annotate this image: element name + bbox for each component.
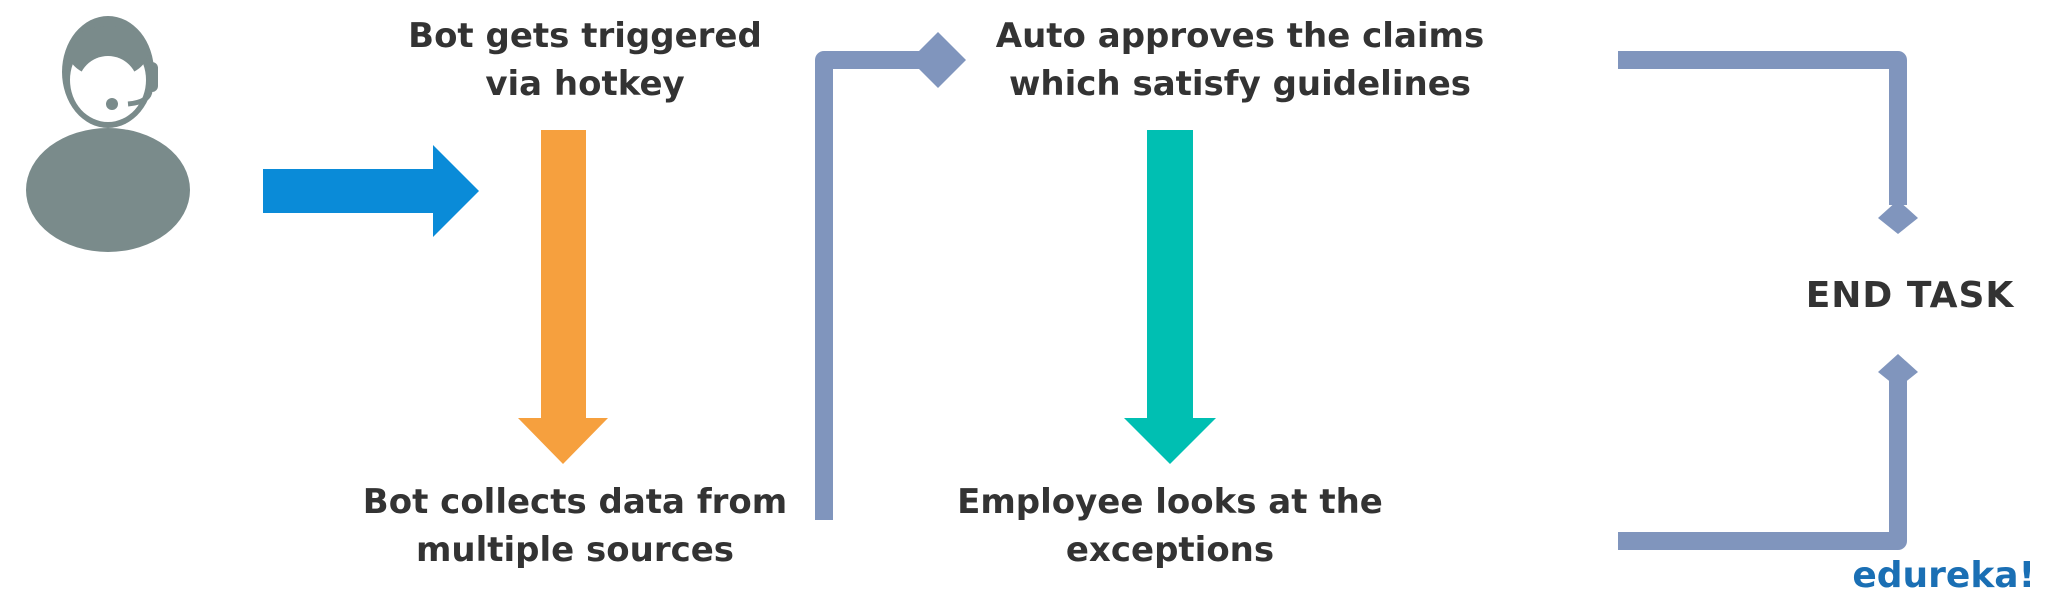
step-collect-label: Bot collects data from multiple sources <box>325 478 825 574</box>
avatar-body <box>26 128 190 252</box>
avatar-face <box>78 56 138 116</box>
down-arrow-icon <box>518 130 608 464</box>
connector-diamond-head <box>910 32 966 88</box>
step-exceptions-line1: Employee looks at the <box>957 482 1383 522</box>
step-approve-line1: Auto approves the claims <box>995 16 1485 56</box>
headset-earpiece <box>146 62 158 92</box>
step-exceptions-label: Employee looks at the exceptions <box>920 478 1420 574</box>
connector-exceptions-to-end <box>1618 354 1918 550</box>
step-approve-label: Auto approves the claims which satisfy g… <box>930 12 1550 108</box>
brand-logo: edureka! <box>1852 555 2035 596</box>
right-arrow-icon <box>263 145 479 237</box>
down-arrow-icon <box>1124 130 1216 464</box>
end-task-label: END TASK <box>1805 275 2015 316</box>
step-trigger-label: Bot gets triggered via hotkey <box>340 12 830 108</box>
connector-approve-to-end <box>1618 51 1918 234</box>
support-agent-headset-icon <box>26 16 190 252</box>
step-collect-line1: Bot collects data from <box>362 482 788 522</box>
step-approve-line2: which satisfy guidelines <box>1009 64 1471 104</box>
step-collect-line2: multiple sources <box>415 530 735 570</box>
step-trigger-line1: Bot gets triggered <box>408 16 762 56</box>
connector-collect-to-approve <box>815 32 966 520</box>
step-trigger-line2: via hotkey <box>485 64 685 104</box>
headset-mic <box>106 98 118 110</box>
connector-diamond-head <box>1878 200 1918 234</box>
connector-diamond-head <box>1878 354 1918 388</box>
step-exceptions-line2: exceptions <box>1065 530 1275 570</box>
headset-boom <box>127 89 153 107</box>
